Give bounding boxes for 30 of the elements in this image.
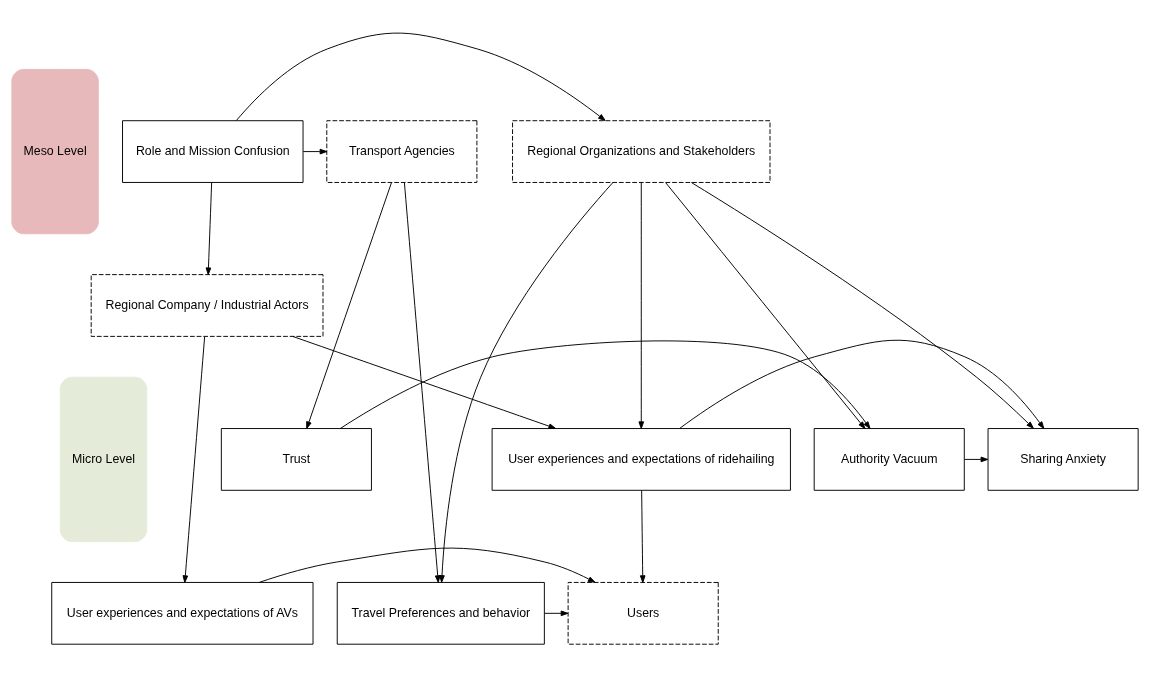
node-box: User experiences and expectations of ridehailing [491, 428, 791, 491]
arrow [258, 547, 596, 583]
arrow [639, 489, 646, 583]
arrow [665, 182, 866, 429]
node-box: Regional Organizations and Stakeholders [512, 120, 771, 183]
arrow [544, 610, 569, 617]
arrow [403, 182, 441, 583]
arrow [638, 182, 645, 429]
arrow [302, 148, 328, 155]
arrow [339, 340, 871, 429]
arrow [292, 335, 557, 429]
arrow [205, 182, 213, 276]
node-box: Regional Company / Industrial Actors [90, 274, 324, 337]
node-box: User experiences and expectations of AVs [51, 581, 314, 645]
node-box: Micro Level [59, 376, 148, 543]
arrow [964, 456, 989, 463]
node-box: Travel Preferences and behavior [336, 581, 545, 645]
node-box: Transport Agencies [326, 120, 478, 183]
node-box: Authority Vacuum [813, 428, 965, 491]
node-box: Users [567, 581, 719, 645]
node-box: Sharing Anxiety [987, 428, 1139, 491]
arrow [306, 182, 392, 429]
arrow [679, 339, 1045, 429]
arrow [690, 182, 1034, 429]
node-box: Meso Level [11, 68, 99, 235]
arrow [182, 336, 206, 583]
node-box: Trust [220, 428, 372, 491]
arrow [439, 182, 614, 583]
arrow [235, 32, 606, 121]
node-box: Role and Mission Confusion [122, 120, 304, 183]
